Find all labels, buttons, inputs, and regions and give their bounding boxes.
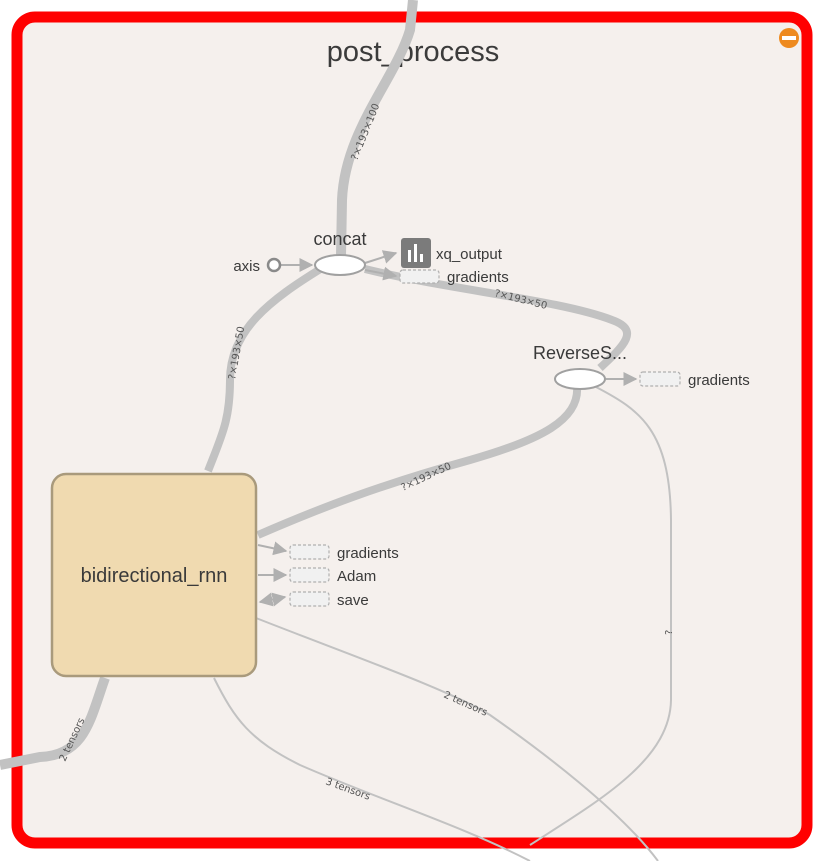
edge-rnn-out-2 (255, 617, 659, 861)
edge-reverse-to-rnn (256, 385, 582, 539)
group-title: post_process (327, 36, 500, 68)
node-xq-output-label: xq_output (436, 246, 503, 263)
node-rnn-gradients[interactable] (289, 544, 330, 560)
group-post-process[interactable] (11, 11, 813, 849)
node-concat-gradients[interactable] (399, 269, 440, 284)
node-axis-label: axis (233, 258, 260, 275)
edge-rnn-to-save (258, 592, 287, 607)
node-bidirectional-rnn-label: bidirectional_rnn (81, 565, 228, 587)
edge-rnn-to-gradients (257, 541, 288, 556)
constant-icon (266, 257, 282, 273)
node-bidirectional-rnn[interactable] (50, 472, 258, 678)
edge-rnn-to-concat (204, 264, 325, 473)
node-rnn-save[interactable] (289, 591, 330, 607)
edge-concat-to-gradients (364, 266, 398, 281)
node-reverse[interactable] (554, 368, 606, 390)
node-reverse-gradients[interactable] (639, 371, 681, 387)
node-concat-label: concat (313, 229, 366, 249)
edge-rnn-in (0, 676, 110, 770)
node-rnn-adam[interactable] (289, 567, 330, 583)
minus-circle-icon[interactable] (779, 28, 799, 48)
node-rnn-gradients-label: gradients (337, 545, 399, 562)
edge-rnn-out-3 (213, 677, 531, 861)
node-xq-output[interactable] (401, 238, 431, 268)
edge-input-to-concat (336, 0, 418, 257)
edge-reverse-down (529, 386, 672, 846)
node-concat[interactable] (314, 254, 366, 276)
node-reverse-label: ReverseS... (533, 343, 627, 363)
node-rnn-save-label: save (337, 592, 369, 609)
edge-concat-to-xq-output (364, 250, 398, 264)
node-rnn-adam-label: Adam (337, 568, 376, 585)
edge-concat-to-reverse (364, 265, 632, 371)
node-reverse-gradients-label: gradients (688, 372, 750, 389)
node-axis[interactable] (266, 257, 282, 273)
node-concat-gradients-label: gradients (447, 269, 509, 286)
edge-label-reverse-down: ? (664, 630, 675, 635)
